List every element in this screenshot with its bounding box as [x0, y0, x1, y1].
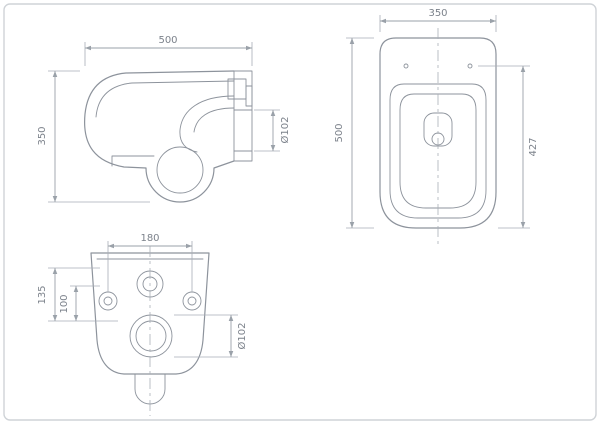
dim-rear-height-b: 100	[59, 285, 100, 322]
dim-top-hinge-distance-label: 427	[528, 137, 539, 156]
top-view: 350 500 427	[334, 8, 539, 244]
dim-side-width: 500	[84, 35, 253, 66]
top-seat-outline	[389, 83, 487, 219]
top-hinge-hole-left	[403, 63, 409, 69]
rear-bolt-hole-left-outer	[98, 291, 118, 311]
drawing-border-frame	[3, 3, 597, 421]
rear-outline	[90, 252, 210, 375]
side-wall-plate	[233, 70, 253, 162]
side-trap-circle	[156, 146, 204, 194]
dim-rear-bolt-spacing: 180	[107, 233, 193, 292]
side-flush-channel	[179, 95, 235, 153]
side-inlet-step	[245, 85, 253, 107]
dim-rear-height-b-label: 100	[59, 294, 70, 313]
dim-side-outlet-label: Ø102	[279, 117, 291, 144]
top-hinge-hole-right	[467, 63, 473, 69]
side-profile-path	[84, 70, 235, 203]
dim-top-hinge-distance: 427	[478, 65, 539, 229]
dim-side-height: 350	[37, 70, 150, 203]
dim-rear-outlet-label: Ø102	[236, 323, 248, 350]
dim-top-depth-label: 500	[334, 123, 345, 142]
rear-outlet-outer	[129, 314, 173, 358]
rear-bolt-hole-left-inner	[103, 296, 113, 306]
rear-outlet-inner	[135, 320, 167, 352]
rear-bolt-hole-right-inner	[187, 296, 197, 306]
dim-rear-bolt-spacing-label: 180	[140, 233, 159, 244]
dim-side-width-label: 500	[158, 35, 177, 46]
rear-bolt-hole-right-outer	[182, 291, 202, 311]
dim-top-depth: 500	[334, 37, 374, 229]
dim-top-width-label: 350	[428, 8, 447, 19]
dim-side-outlet: Ø102	[254, 109, 291, 152]
side-inner-rim	[95, 80, 235, 118]
side-outlet-lines	[233, 109, 253, 152]
rear-view: 180 135 100 Ø102	[37, 233, 248, 416]
side-base-line	[111, 155, 155, 167]
side-view: 500 350 Ø102	[37, 35, 291, 203]
dim-rear-height-a-label: 135	[37, 285, 48, 304]
dim-side-height-label: 350	[37, 126, 48, 145]
dim-top-width: 350	[379, 8, 497, 32]
top-outer-outline	[379, 37, 497, 229]
dim-rear-height-a: 135	[37, 267, 118, 322]
top-bowl-opening	[399, 93, 477, 209]
dim-rear-outlet: Ø102	[174, 314, 248, 358]
